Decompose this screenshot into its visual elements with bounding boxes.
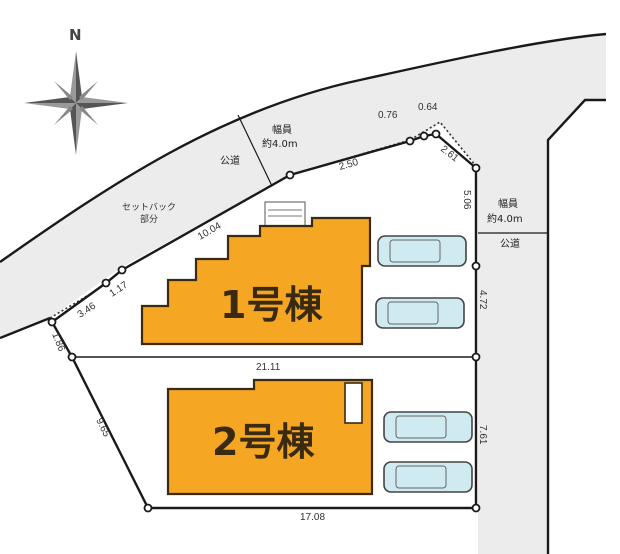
north-label: N [69, 26, 82, 44]
north-road-width-arrow [237, 114, 273, 187]
parking-cars [375, 235, 473, 493]
building-1 [140, 201, 372, 346]
north-road-width-label: 幅員 [272, 123, 292, 136]
dim-east-c: 7.61 [477, 425, 488, 445]
east-road-width-label: 幅員 [498, 197, 518, 210]
dim-east-a: 5.06 [461, 190, 472, 210]
building-2 [166, 378, 374, 496]
dim-south: 17.08 [300, 512, 325, 523]
north-road [0, 32, 607, 554]
dim-east-b: 4.72 [477, 290, 488, 310]
east-road-type-label: 公道 [500, 237, 520, 250]
building-2-label: 2号棟 [212, 420, 315, 464]
setback-label-line2: 部分 [140, 213, 158, 225]
north-road-type-label: 公道 [220, 154, 240, 167]
car-icon [377, 235, 467, 267]
car-icon [383, 411, 473, 443]
dim-corner-a: 0.76 [378, 110, 398, 121]
car-icon [383, 461, 473, 493]
building-1-label: 1号棟 [220, 283, 323, 327]
east-road-width-value: 約4.0m [487, 212, 523, 225]
north-road-width-value: 約4.0m [262, 137, 298, 150]
dim-north-d: 2.50 [338, 157, 360, 173]
car-icon [375, 297, 465, 329]
dim-divider: 21.11 [256, 362, 281, 373]
dim-corner-b: 0.64 [418, 102, 438, 113]
setback-label-line1: セットバック [122, 202, 176, 213]
compass-rose-icon [24, 51, 128, 155]
